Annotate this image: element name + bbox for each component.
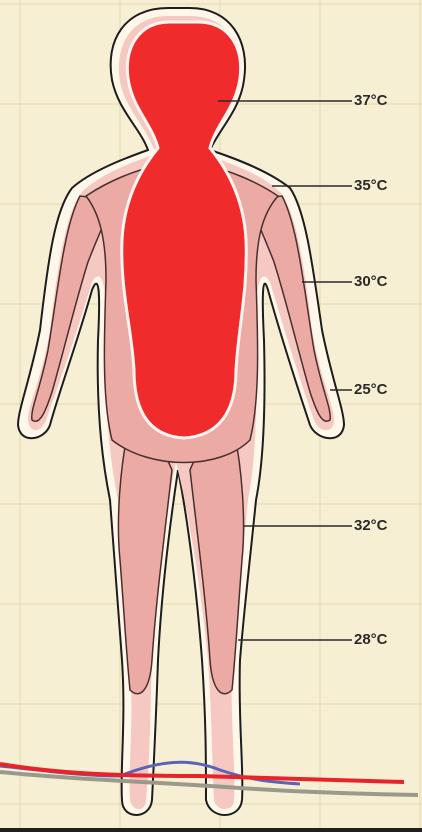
bottom-border <box>0 828 422 832</box>
core-region <box>122 22 246 438</box>
label-30c: 30°C <box>354 273 388 291</box>
label-28c: 28°C <box>354 631 388 649</box>
core-37c <box>122 22 246 438</box>
label-32c: 32°C <box>354 517 388 535</box>
red-curve <box>0 764 404 782</box>
label-25c: 25°C <box>354 381 388 399</box>
label-37c: 37°C <box>354 92 388 110</box>
label-35c: 35°C <box>354 177 388 195</box>
